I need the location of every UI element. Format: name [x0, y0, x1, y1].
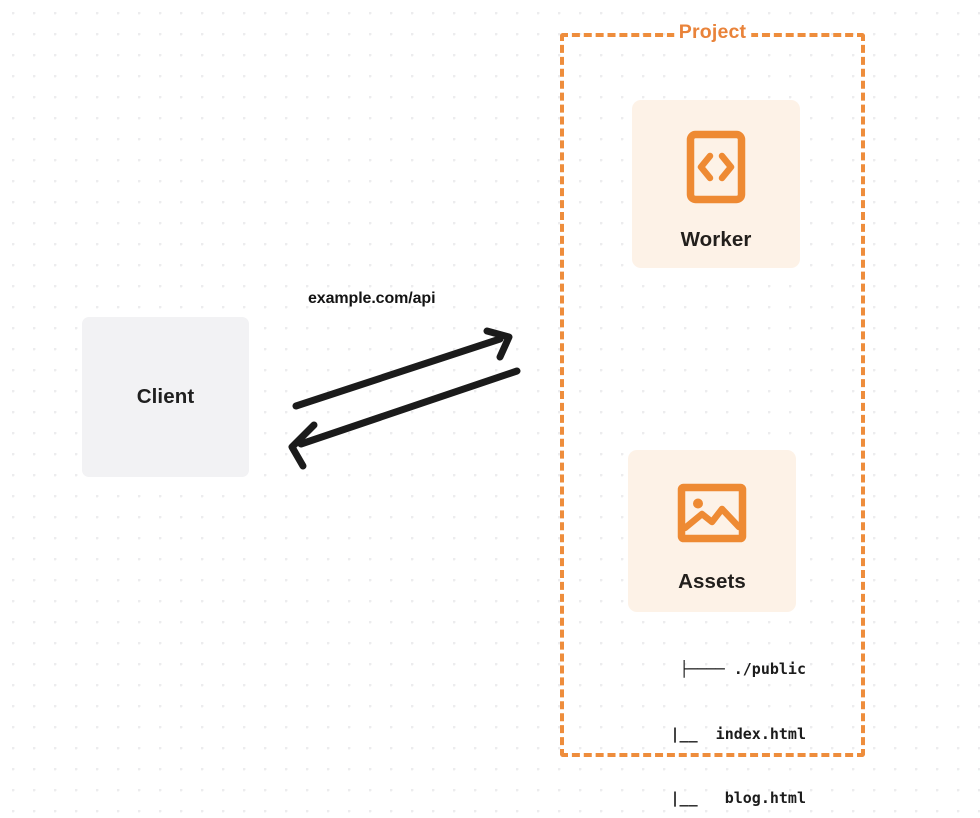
- tree-row: ├──── ./public: [679, 660, 806, 678]
- image-picture-icon: [677, 483, 747, 548]
- worker-card-label: Worker: [680, 228, 752, 251]
- project-container-title: Project: [673, 21, 752, 45]
- asset-file-tree: ├──── ./public |__ index.html |__ blog.h…: [606, 616, 806, 818]
- client-node-label: Client: [136, 385, 195, 408]
- arrow-project-to-client: [288, 367, 521, 470]
- tree-row: |__ blog.html: [634, 789, 806, 807]
- arrow-client-to-project: [292, 327, 513, 410]
- code-brackets-icon: [686, 130, 746, 209]
- assets-card[interactable]: Assets: [628, 450, 796, 612]
- request-url-label: example.com/api: [308, 290, 436, 307]
- client-node[interactable]: Client: [82, 317, 249, 477]
- project-container: Project: [560, 21, 865, 757]
- worker-card[interactable]: Worker: [632, 100, 800, 268]
- assets-card-label: Assets: [678, 570, 746, 593]
- tree-row: |__ index.html: [634, 724, 806, 743]
